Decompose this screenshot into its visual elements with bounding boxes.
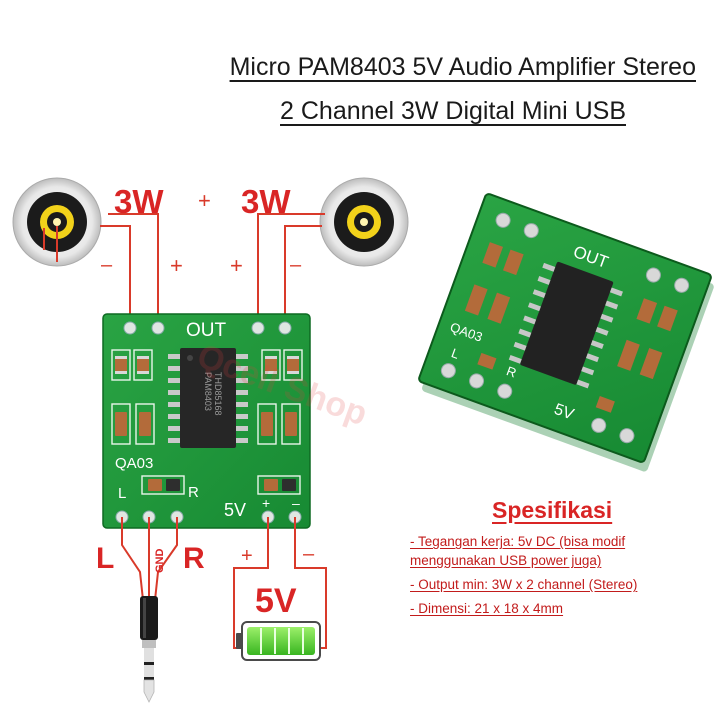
board-qa03-label: QA03	[115, 455, 153, 472]
board-minus-label: –	[292, 495, 300, 511]
title-line-2: 2 Channel 3W Digital Mini USB	[280, 97, 626, 125]
board-plus-label: +	[262, 495, 270, 511]
board-photo: OUT QA03 L R 5V	[418, 193, 714, 472]
speaker-wires	[43, 213, 325, 328]
spec-line-voltage-cont: menggunakan USB power juga)	[410, 553, 602, 568]
chip-marking-1: PAM8403	[203, 372, 213, 411]
minus-right-label: –	[290, 254, 302, 276]
input-r-label: R	[183, 542, 205, 575]
board-out-label: OUT	[186, 320, 227, 341]
photo-5v-label: 5V	[552, 401, 577, 424]
audio-jack-icon	[140, 596, 158, 703]
supply-plus-label: +	[241, 545, 253, 567]
amplifier-chip: PAM8403 THD85168	[168, 348, 248, 448]
right-speaker-icon	[319, 177, 409, 267]
left-speaker-icon	[12, 177, 102, 267]
power-label-right: 3W	[241, 183, 291, 220]
plus-left-label: +	[170, 253, 183, 278]
input-gnd-label: GND	[154, 549, 166, 574]
chip-marking-2: THD85168	[213, 372, 223, 416]
spec-line-voltage: - Tegangan kerja: 5v DC (bisa modif	[410, 534, 626, 549]
input-wires	[121, 517, 178, 601]
spec-heading: Spesifikasi	[492, 497, 613, 523]
plus-center-label: +	[198, 188, 211, 213]
board-5v-label: 5V	[224, 500, 246, 520]
spec-line-dimension: - Dimensi: 21 x 18 x 4mm	[410, 601, 564, 616]
title-line-1: Micro PAM8403 5V Audio Amplifier Stereo	[229, 53, 696, 81]
power-label-left: 3W	[114, 183, 164, 220]
battery-icon	[236, 621, 321, 661]
supply-minus-label: –	[303, 543, 315, 565]
minus-left-label: –	[101, 254, 113, 276]
input-l-label: L	[96, 542, 114, 575]
supply-5v-label: 5V	[255, 582, 297, 620]
board-r-label: R	[188, 484, 199, 501]
board-l-label: L	[118, 485, 126, 502]
amplifier-board: OUT	[102, 313, 311, 529]
photo-l-label: L	[449, 345, 461, 362]
spec-line-output: - Output min: 3W x 2 channel (Stereo)	[410, 577, 638, 592]
plus-right-label: +	[230, 253, 243, 278]
spec-block: Spesifikasi - Tegangan kerja: 5v DC (bis…	[410, 497, 710, 623]
